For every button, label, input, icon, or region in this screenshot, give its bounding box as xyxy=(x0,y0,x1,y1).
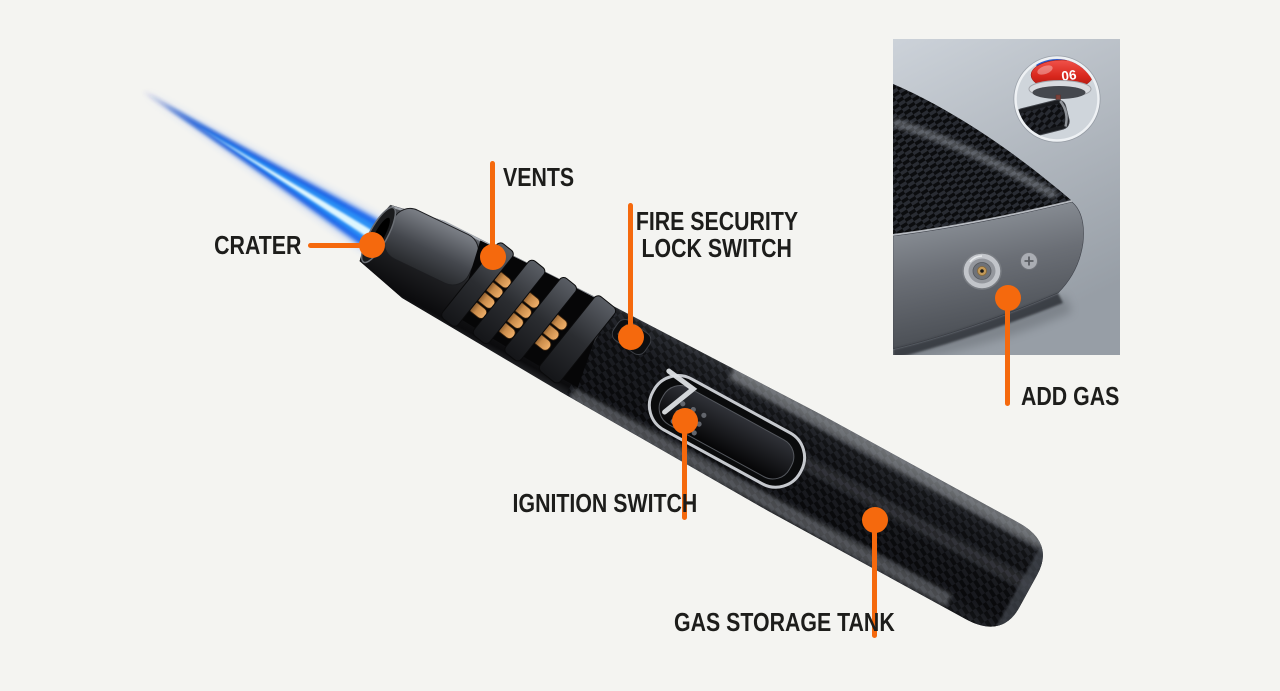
fire-lock-line1-text: FIRE SECURITY xyxy=(635,206,799,236)
gas-tank-callout-line xyxy=(872,520,877,638)
ignition-marker-dot xyxy=(672,408,698,434)
bottom-screw xyxy=(1020,252,1038,270)
can-plate-shadow xyxy=(1032,86,1086,99)
label-gas-storage-tank: GAS STORAGE TANK xyxy=(674,609,895,636)
fire-lock-marker-dot xyxy=(618,324,644,350)
label-crater-text: CRATER xyxy=(214,230,302,260)
inset-rim-line xyxy=(893,200,1073,236)
label-gas-tank-text: GAS STORAGE TANK xyxy=(674,607,895,637)
crater-marker-dot xyxy=(359,232,385,258)
flame-core xyxy=(196,125,374,239)
gas-can-highlight xyxy=(1037,65,1053,75)
switch-lever xyxy=(662,368,698,415)
nozzle-head xyxy=(359,204,617,395)
vents-marker-dot xyxy=(480,244,506,270)
add-gas-marker-dot xyxy=(995,285,1021,311)
lighter-body xyxy=(359,204,1055,640)
label-vents-text: VENTS xyxy=(503,162,575,192)
label-ignition-text: IGNITION SWITCH xyxy=(512,488,698,518)
inset-bottom-bevel xyxy=(893,293,1063,355)
label-fire-security-lock-switch: FIRE SECURITY LOCK SWITCH xyxy=(612,208,822,262)
label-add-gas: ADD GAS xyxy=(1021,383,1131,410)
gloss-stripe-top xyxy=(728,365,1055,557)
vents-callout-line xyxy=(490,161,495,258)
refill-valve xyxy=(962,252,1002,290)
fire-lock-line2-text: LOCK SWITCH xyxy=(641,233,793,263)
gas-tank-marker-dot xyxy=(862,507,888,533)
add-gas-callout-line xyxy=(1005,298,1010,406)
label-crater: CRATER xyxy=(195,230,302,260)
fire-lock-line2: LOCK SWITCH xyxy=(612,235,822,262)
label-ignition-switch: IGNITION SWITCH xyxy=(472,490,698,517)
inset-carbon-gloss xyxy=(893,117,1059,200)
fire-lock-callout-line xyxy=(628,203,633,337)
gloss-stripe-bottom xyxy=(568,388,953,607)
lighter-corner xyxy=(1017,99,1070,139)
inset-photo: 06 xyxy=(893,39,1120,355)
label-add-gas-text: ADD GAS xyxy=(1021,381,1120,411)
jet-flame xyxy=(143,91,390,253)
gas-can-text: 06 xyxy=(1061,67,1078,84)
fire-lock-line1: FIRE SECURITY xyxy=(612,208,822,235)
magnifier-inset: 06 xyxy=(1013,55,1101,143)
tail-end-bevel xyxy=(995,540,1055,637)
ignition-callout-line xyxy=(682,421,687,520)
label-vents: VENTS xyxy=(503,164,593,191)
gloss-stripe-mid xyxy=(786,448,1039,595)
crater-callout-line xyxy=(308,243,374,248)
